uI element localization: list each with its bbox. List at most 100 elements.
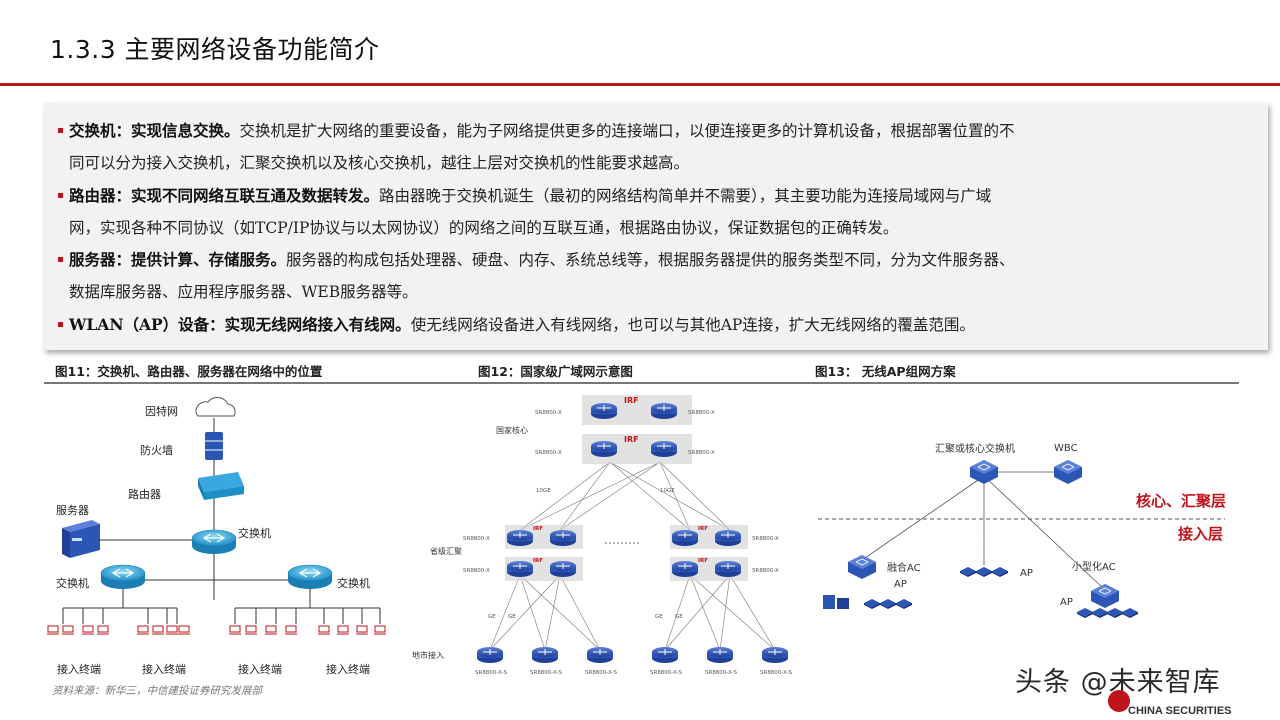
paragraph-text: 数据库服务器、应用程序服务器、WEB服务器等。	[69, 283, 418, 301]
figure13-caption: 图13： 无线AP组网方案	[815, 364, 956, 379]
national-core-label: 国家核心	[496, 425, 528, 435]
link-label: 10GE	[660, 488, 675, 494]
irf-label: IRF	[533, 558, 543, 564]
ap-label: AP	[1020, 568, 1033, 579]
small-ac-label: 小型化AC	[1072, 560, 1116, 573]
router-icon	[198, 472, 244, 500]
model-label: SR8800-X	[535, 410, 562, 416]
small-ac-icon	[1090, 583, 1120, 609]
paragraph-wlan: WLAN（AP）设备：实现无线网络接入有线网。使无线网络设备进入有线网络，也可以…	[58, 309, 1253, 341]
page-title: 1.3.3 主要网络设备功能简介	[50, 35, 380, 64]
access-layer-label: 接入层	[1178, 525, 1223, 543]
city-access-label: 地市接入	[412, 650, 444, 660]
model-label: SR8800-X-S	[705, 670, 737, 676]
switch-core-label: 交换机	[238, 526, 271, 540]
terminal-icons	[46, 625, 387, 635]
source-note: 资料来源：新华三，中信建投证券研究发展部	[52, 685, 262, 697]
model-label: SR8800-X-S	[760, 670, 792, 676]
paragraph-text: 路由器晚于交换机诞生（最初的网络结构简单并不需要），其主要功能为连接局域网与广域	[379, 187, 992, 205]
terminal-label: 接入终端	[326, 662, 370, 676]
ap-group-right	[1077, 608, 1138, 618]
wbc-label: WBC	[1054, 443, 1078, 454]
switch-right-icon	[287, 564, 333, 590]
server-label: 服务器	[56, 504, 89, 517]
bullet-icon	[58, 193, 63, 198]
figure12-caption: 图12：国家级广域网示意图	[478, 364, 633, 379]
ap-label: AP	[894, 579, 907, 590]
paragraph-lead: WLAN（AP）设备：实现无线网络接入有线网。	[69, 315, 411, 334]
switch-left-icon	[100, 564, 146, 590]
wan-links	[489, 461, 776, 651]
ap-label: AP	[1060, 597, 1073, 608]
switch-right-label: 交换机	[337, 576, 370, 590]
firewall-label: 防火墙	[140, 443, 173, 457]
figure12-diagram: IRF IRF SR8800-X SR8800-X SR8800-X SR880…	[412, 395, 792, 676]
paragraph-lead: 路由器：实现不同网络互联互通及数据转发。	[69, 186, 380, 205]
figure-divider	[44, 382, 1239, 384]
model-label: SR8800-X	[463, 536, 490, 542]
core-switch-icon	[969, 459, 999, 485]
irf-label: IRF	[624, 435, 639, 444]
irf-label: IRF	[698, 558, 708, 564]
model-label: SR8800-X-S	[650, 670, 682, 676]
paragraph-lead: 服务器：提供计算、存储服务。	[69, 250, 287, 269]
converged-ac-label: 融合AC	[887, 561, 921, 574]
converged-ac-icon	[847, 554, 877, 580]
model-label: SR8800-X-S	[530, 670, 562, 676]
link-label: GE	[655, 614, 663, 620]
paragraph-text: 交换机是扩大网络的重要设备，能为子网络提供更多的连接端口，以便连接更多的计算机设…	[239, 122, 1015, 140]
figure11-diagram: 因特网 防火墙 路由器 服务器 交换机 交换机 交换机	[46, 397, 387, 676]
internet-label: 因特网	[145, 404, 178, 418]
model-label: SR8800-X	[463, 568, 490, 574]
terminal-label: 接入终端	[142, 662, 186, 676]
network-diagrams: 因特网 防火墙 路由器 服务器 交换机 交换机 交换机	[46, 395, 1226, 676]
bullet-icon	[58, 257, 63, 262]
access-routers: SR8800-X-S SR8800-X-S SR8800-X-S SR8800-…	[475, 646, 792, 676]
model-label: SR8800-X	[688, 450, 715, 456]
paragraph-switch: 交换机：实现信息交换。交换机是扩大网络的重要设备，能为子网络提供更多的连接端口，…	[58, 115, 1253, 179]
paragraph-text: 使无线网络设备进入有线网络，也可以与其他AP连接，扩大无线网络的覆盖范围。	[410, 316, 975, 334]
server-icon	[62, 520, 100, 558]
irf-label: IRF	[624, 396, 639, 405]
model-label: SR8800-X	[688, 410, 715, 416]
ap-group-left	[823, 595, 912, 609]
title-divider	[0, 83, 1280, 86]
terminal-label: 接入终端	[57, 662, 101, 676]
link-label: GE	[675, 614, 683, 620]
switch-core-icon	[191, 529, 237, 555]
ap-group-middle	[960, 567, 1008, 577]
figure13-diagram: 汇聚或核心交换机 WBC 核心、汇聚层 接入层 融合AC AP AP 小型化AC…	[818, 442, 1226, 618]
bullet-icon	[58, 322, 63, 327]
link-label: 10GE	[536, 488, 551, 494]
core-layer-label: 核心、汇聚层	[1136, 492, 1226, 510]
paragraph-router: 路由器：实现不同网络互联互通及数据转发。路由器晚于交换机诞生（最初的网络结构简单…	[58, 180, 1253, 244]
firewall-icon	[205, 432, 223, 460]
paragraph-text: 服务器的构成包括处理器、硬盘、内存、系统总线等，根据服务器提供的服务类型不同，分…	[286, 251, 1015, 269]
summary-box: 交换机：实现信息交换。交换机是扩大网络的重要设备，能为子网络提供更多的连接端口，…	[44, 103, 1268, 350]
model-label: SR8800-X-S	[585, 670, 617, 676]
core-switch-label: 汇聚或核心交换机	[935, 442, 1015, 455]
link-label: GE	[488, 614, 496, 620]
model-label: SR8800-X	[752, 536, 779, 542]
paragraph-text: 同可以分为接入交换机，汇聚交换机以及核心交换机，越往上层对交换机的性能要求越高。	[69, 154, 690, 172]
wbc-icon	[1053, 459, 1083, 485]
irf-label: IRF	[698, 526, 708, 532]
router-label: 路由器	[128, 487, 161, 501]
core-stack: IRF IRF SR8800-X SR8800-X SR8800-X SR880…	[535, 395, 715, 464]
brand-logo-icon	[1108, 690, 1130, 712]
model-label: SR8800-X	[535, 450, 562, 456]
switch-left-label: 交换机	[56, 576, 89, 590]
terminal-label: 接入终端	[238, 662, 282, 676]
provincial-label: 省级汇聚	[430, 546, 462, 556]
provincial-stacks: IRF IRF IRF IRF SR8800-X SR8800-X SR8800…	[463, 525, 779, 581]
figure11-caption: 图11：交换机、路由器、服务器在网络中的位置	[55, 364, 323, 379]
cloud-icon	[195, 397, 236, 417]
paragraph-text: 网，实现各种不同协议（如TCP/IP协议与以太网协议）的网络之间的互联互通，根据…	[69, 219, 899, 237]
brand-logo-text: CHINA SECURITIES	[1128, 705, 1232, 717]
paragraph-lead: 交换机：实现信息交换。	[69, 121, 240, 140]
irf-label: IRF	[533, 526, 543, 532]
paragraph-server: 服务器：提供计算、存储服务。服务器的构成包括处理器、硬盘、内存、系统总线等，根据…	[58, 244, 1253, 308]
model-label: SR8800-X-S	[475, 670, 507, 676]
model-label: SR8800-X	[752, 568, 779, 574]
bullet-icon	[58, 128, 63, 133]
